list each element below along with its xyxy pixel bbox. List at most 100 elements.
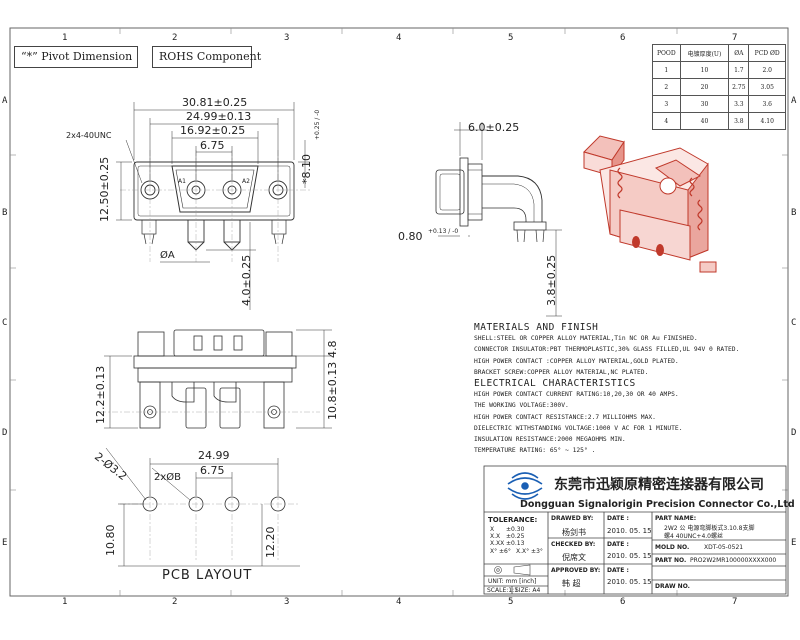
row-label: C (2, 318, 8, 328)
table-row: 4 40 3.8 4.10 (652, 112, 786, 130)
tol-val: ±0.13 (506, 540, 525, 547)
drawn-by-name: 杨剑书 (562, 528, 586, 537)
col-label: 4 (396, 597, 402, 607)
electrical-heading: ELECTRICAL CHARACTERISTICS (474, 378, 636, 390)
date-value: 2010. 05. 15 (607, 552, 652, 560)
table-cell: 3.6 (748, 95, 786, 113)
col-label: 5 (508, 597, 514, 607)
date-label: DATE : (607, 515, 629, 522)
materials-line: CONNECTOR INSULATOR:PBT THERMOPLASTIC,30… (474, 346, 740, 354)
table-cell: 2.0 (748, 61, 786, 79)
iso-render (583, 135, 717, 273)
row-label: B (2, 208, 8, 218)
tolerance-label: TOLERANCE: (488, 516, 538, 524)
part-name-value: 螺4 40UNC+4.0螺丝 (664, 533, 723, 540)
col-label: 6 (620, 33, 626, 43)
table-header-cell: POOD (652, 44, 681, 62)
dim-flange-height: 12.50±0.25 (98, 156, 111, 222)
dim-contact-pitch: 6.75 (200, 139, 225, 152)
col-label: 7 (732, 597, 738, 607)
contact-label-a2: A2 (242, 178, 250, 185)
materials-line: SHELL:STEEL OR COPPER ALLOY MATERIAL,Tin… (474, 335, 698, 343)
dim-shell-width: 16.92±0.25 (180, 124, 246, 137)
table-cell: 3.8 (728, 112, 750, 130)
table-header-row: POOD 电镀厚度(U) ØA PCD ØD (652, 44, 786, 62)
col-label: 1 (62, 597, 68, 607)
size-label: SIZE: A4 (515, 587, 541, 594)
dim-pin-length: 4.0±0.25 (240, 254, 253, 306)
top-view (100, 329, 332, 429)
table-row: 2 20 2.75 3.05 (652, 78, 786, 96)
date-label: DATE : (607, 567, 629, 574)
dim-mounting-pitch: 24.99±0.13 (186, 110, 252, 123)
electrical-line: INSULATION RESISTANCE:2000 MEGAOHMS MIN. (474, 436, 626, 444)
drawn-by-label: DRAWED BY: (551, 515, 594, 522)
mold-value: XDT-05-0521 (704, 544, 744, 551)
dim-pcb-left: 10.80 (104, 524, 117, 557)
dim-top-left: 12.2±0.13 (94, 365, 107, 424)
scale-label: SCALE:1:1 (487, 587, 518, 594)
front-view (116, 102, 310, 310)
materials-line: BRACKET SCREW:COPPER ALLOY MATERIAL,NC P… (474, 368, 649, 376)
dim-top-right-a: 4.8 (326, 340, 339, 359)
contact-label-a1: A1 (178, 178, 186, 185)
row-label: E (2, 538, 8, 548)
date-label: DATE : (607, 541, 629, 548)
table-cell: 20 (679, 78, 730, 96)
electrical-line: DIELECTRIC WITHSTANDING VOLTAGE:1000 V A… (474, 424, 683, 432)
tol-angle: X° ±6° (490, 548, 511, 555)
part-name-label: PART NAME: (655, 515, 697, 522)
thread-note: 2x4-40UNC (66, 131, 112, 140)
table-cell: 1 (652, 61, 681, 79)
dim-pcb-right: 12.20 (264, 526, 277, 559)
company-name-cn: 东莞市迅颖原精密连接器有限公司 (554, 477, 764, 493)
tol-key: X.X (490, 533, 501, 540)
table-cell: 1.7 (728, 61, 750, 79)
table-cell: 4.10 (748, 112, 786, 130)
plating-table: POOD 电镀厚度(U) ØA PCD ØD 1 10 1.7 2.0 2 20… (652, 44, 786, 130)
materials-block: MATERIALS AND FINISH SHELL:STEEL OR COPP… (474, 322, 739, 456)
company-logo-icon (507, 472, 543, 500)
row-label: B (791, 208, 797, 218)
col-label: 5 (508, 33, 514, 43)
col-label: 6 (620, 597, 626, 607)
table-cell: 10 (679, 61, 730, 79)
dim-side-width: 6.0±0.25 (468, 121, 520, 134)
col-label: 3 (284, 597, 290, 607)
table-cell: 2.75 (728, 78, 750, 96)
approved-by-label: APPROVED BY: (551, 567, 601, 574)
pivot-dimension-box: “*” Pivot Dimension (14, 46, 138, 68)
dim-tail-length: 3.8±0.25 (545, 254, 558, 306)
dim-offset-tol: +0.13 / -0 (428, 228, 459, 235)
col-label: 3 (284, 33, 290, 43)
dim-overall-width: 30.81±0.25 (182, 96, 248, 109)
col-label: 1 (62, 33, 68, 43)
pcb-layout-title: PCB LAYOUT (162, 568, 253, 583)
table-row: 1 10 1.7 2.0 (652, 61, 786, 79)
table-cell: 3 (652, 95, 681, 113)
rohs-label: ROHS Component (159, 50, 262, 63)
electrical-line: HIGH POWER CONTACT CURRENT RATING:10,20,… (474, 391, 679, 399)
rohs-box: ROHS Component (152, 46, 261, 68)
pcb-hole-note-b: 2xØB (154, 472, 182, 483)
part-name-value: 2W2 公 电源弯脚板式3.10.8支脚 (664, 525, 755, 532)
row-label: D (791, 428, 797, 438)
row-label: A (791, 96, 797, 106)
side-view (435, 122, 562, 317)
col-label: 2 (172, 33, 178, 43)
col-label: 2 (172, 597, 178, 607)
tol-angle: X.X° ±3° (516, 548, 543, 555)
approved-by-name: 韩 超 (562, 579, 581, 588)
electrical-line: TEMPERATURE RATING: 65° ~ 125° . (474, 447, 596, 455)
company-name-en: Dongguan Signalorigin Precision Connecto… (520, 499, 795, 510)
table-cell: 3.05 (748, 78, 786, 96)
front-d-shell (171, 165, 259, 213)
dim-pcb-pitch: 6.75 (200, 464, 225, 477)
date-value: 2010. 05. 15 (607, 527, 652, 535)
checked-by-name: 倪席文 (562, 553, 586, 562)
part-no-value: PRO2W2MR100000XXXX000 (690, 557, 777, 564)
dim-top-right-b: 10.8±0.13 (326, 361, 339, 420)
checked-by-label: CHECKED BY: (551, 541, 596, 548)
row-label: A (2, 96, 8, 106)
